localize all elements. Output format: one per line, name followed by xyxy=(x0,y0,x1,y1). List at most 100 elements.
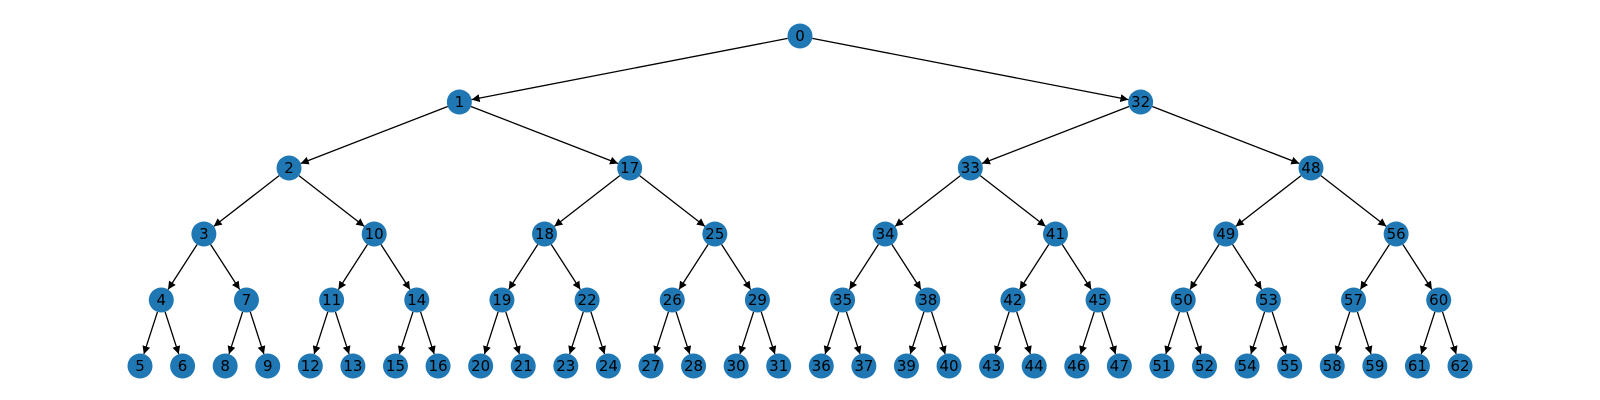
node-label: 58 xyxy=(1323,357,1342,375)
node-label: 25 xyxy=(705,225,724,243)
edge-17-25 xyxy=(639,175,706,227)
tree-node-11: 11 xyxy=(319,287,345,313)
tree-node-29: 29 xyxy=(744,287,770,313)
node-circle xyxy=(1149,353,1175,379)
edge-0-1 xyxy=(471,37,788,103)
tree-node-2: 2 xyxy=(276,155,302,181)
node-circle xyxy=(617,155,643,181)
node-circle xyxy=(425,353,451,379)
tree-node-49: 49 xyxy=(1213,221,1239,247)
node-circle xyxy=(1426,287,1452,313)
node-circle xyxy=(1021,353,1047,379)
tree-node-45: 45 xyxy=(1085,287,1111,313)
node-circle xyxy=(1042,221,1068,247)
node-label: 34 xyxy=(876,225,895,243)
edge-4-6 xyxy=(164,311,181,355)
tree-node-8: 8 xyxy=(212,353,238,379)
tree-node-35: 35 xyxy=(830,287,856,313)
node-circle xyxy=(510,353,536,379)
node-label: 62 xyxy=(1450,357,1469,375)
tree-node-31: 31 xyxy=(766,353,792,379)
node-label: 55 xyxy=(1280,357,1299,375)
node-label: 32 xyxy=(1131,93,1150,111)
tree-node-44: 44 xyxy=(1021,353,1047,379)
node-circle xyxy=(1128,89,1154,115)
edge-38-39 xyxy=(908,311,925,355)
node-circle xyxy=(1085,287,1111,313)
edge-2-3 xyxy=(213,175,280,227)
node-circle xyxy=(723,353,749,379)
tree-node-34: 34 xyxy=(872,221,898,247)
tree-node-10: 10 xyxy=(361,221,387,247)
edge-0-32 xyxy=(812,37,1129,103)
node-label: 31 xyxy=(769,357,788,375)
tree-node-46: 46 xyxy=(1064,353,1090,379)
tree-node-7: 7 xyxy=(233,287,259,313)
node-circle xyxy=(787,23,813,49)
tree-node-16: 16 xyxy=(425,353,451,379)
edge-29-31 xyxy=(760,311,777,355)
edge-42-43 xyxy=(994,311,1010,355)
edge-32-48 xyxy=(1152,105,1300,165)
node-label: 22 xyxy=(578,291,597,309)
node-circle xyxy=(957,155,983,181)
tree-node-62: 62 xyxy=(1447,353,1473,379)
node-circle xyxy=(1383,221,1409,247)
tree-node-41: 41 xyxy=(1042,221,1068,247)
node-circle xyxy=(979,353,1005,379)
node-label: 47 xyxy=(1110,357,1129,375)
tree-node-38: 38 xyxy=(915,287,941,313)
tree-node-24: 24 xyxy=(595,353,621,379)
edge-50-52 xyxy=(1186,311,1203,355)
node-label: 12 xyxy=(301,357,320,375)
edge-4-5 xyxy=(142,311,159,355)
tree-node-27: 27 xyxy=(638,353,664,379)
edge-29-30 xyxy=(738,311,755,355)
node-label: 1 xyxy=(455,93,465,111)
tree-node-4: 4 xyxy=(148,287,174,313)
edge-1-2 xyxy=(300,105,448,165)
node-label: 33 xyxy=(961,159,980,177)
node-circle xyxy=(1319,353,1345,379)
node-label: 53 xyxy=(1259,291,1278,309)
node-label: 59 xyxy=(1365,357,1384,375)
node-label: 24 xyxy=(599,357,618,375)
tree-node-30: 30 xyxy=(723,353,749,379)
edge-18-22 xyxy=(550,244,581,290)
edge-2-10 xyxy=(298,175,365,227)
node-circle xyxy=(702,221,728,247)
edge-22-23 xyxy=(568,311,584,355)
node-circle xyxy=(893,353,919,379)
node-label: 30 xyxy=(727,357,746,375)
node-circle xyxy=(1277,353,1303,379)
node-circle xyxy=(340,353,366,379)
node-circle xyxy=(872,221,898,247)
node-label: 27 xyxy=(641,357,660,375)
node-circle xyxy=(744,287,770,313)
node-circle xyxy=(233,287,259,313)
node-label: 19 xyxy=(492,291,511,309)
tree-node-33: 33 xyxy=(957,155,983,181)
node-label: 6 xyxy=(178,357,188,375)
edge-57-58 xyxy=(1334,311,1351,355)
node-label: 3 xyxy=(199,225,209,243)
node-circle xyxy=(170,353,196,379)
edges-layer xyxy=(142,37,1458,355)
node-circle xyxy=(915,287,941,313)
node-circle xyxy=(1447,353,1473,379)
tree-node-1: 1 xyxy=(446,89,472,115)
tree-node-54: 54 xyxy=(1234,353,1260,379)
edge-49-50 xyxy=(1189,244,1220,290)
edge-10-11 xyxy=(337,244,368,290)
edge-17-18 xyxy=(553,175,621,227)
tree-node-37: 37 xyxy=(851,353,877,379)
tree-node-60: 60 xyxy=(1426,287,1452,313)
node-label: 52 xyxy=(1195,357,1214,375)
edge-25-29 xyxy=(721,244,752,290)
tree-node-36: 36 xyxy=(808,353,834,379)
node-label: 2 xyxy=(284,159,294,177)
node-circle xyxy=(361,221,387,247)
node-label: 10 xyxy=(365,225,384,243)
tree-node-25: 25 xyxy=(702,221,728,247)
